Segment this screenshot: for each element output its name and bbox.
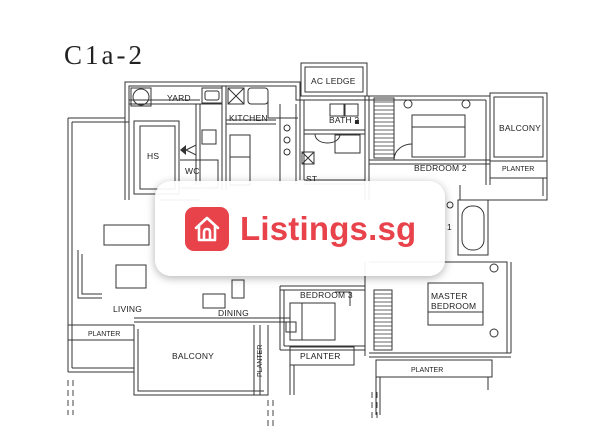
label-bath-2: BATH 2	[329, 115, 359, 125]
label-planter-vertical: PLANTER	[257, 345, 264, 377]
house-icon	[185, 206, 229, 251]
label-store: ST	[306, 174, 317, 184]
label-yard: YARD	[167, 93, 191, 103]
label-wc: WC	[185, 166, 200, 176]
label-kitchen: KITCHEN	[229, 113, 268, 123]
label-balcony-bottom: BALCONY	[172, 351, 214, 361]
label-planter-center-bottom: PLANTER	[300, 351, 341, 361]
brand-name: Listings.sg	[240, 209, 417, 247]
label-planter-bottom-right: PLANTER	[411, 367, 443, 374]
label-balcony-right: BALCONY	[499, 123, 541, 133]
label-planter-left: PLANTER	[88, 331, 120, 338]
label-hs: HS	[147, 151, 159, 161]
listings-watermark: Listings.sg	[155, 181, 445, 276]
label-dining: DINING	[218, 308, 249, 318]
label-bedroom-3: BEDROOM 3	[300, 290, 353, 300]
label-bedroom-2: BEDROOM 2	[414, 163, 467, 173]
label-living: LIVING	[113, 304, 142, 314]
label-planter-right-top: PLANTER	[502, 166, 534, 173]
unit-type-title: C1a-2	[64, 40, 145, 70]
label-master-bedroom-line2: BEDROOM	[431, 301, 476, 311]
label-ac-ledge: AC LEDGE	[311, 76, 356, 86]
label-master-bedroom-line1: MASTER	[431, 291, 468, 301]
label-bath-1: 1	[447, 222, 452, 232]
